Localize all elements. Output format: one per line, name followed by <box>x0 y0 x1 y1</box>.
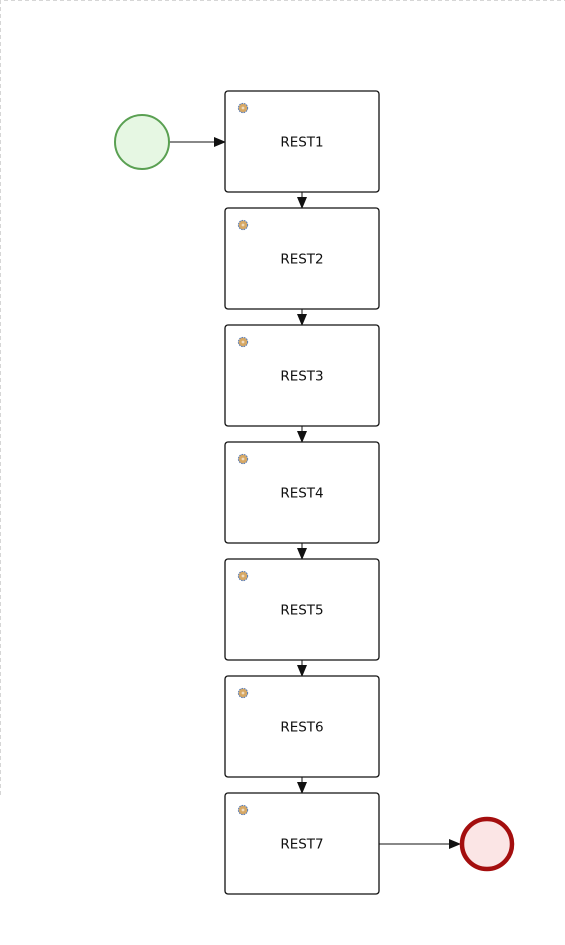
task-box <box>224 324 380 427</box>
task-label: REST3 <box>280 369 323 385</box>
task-label: REST5 <box>280 603 323 619</box>
diagram-frame <box>0 0 565 795</box>
start-event[interactable] <box>114 114 170 170</box>
end-event[interactable] <box>459 816 515 872</box>
sequence-flows <box>169 137 461 849</box>
task-box <box>224 207 380 310</box>
task-box <box>224 675 380 778</box>
task-label: REST4 <box>280 486 323 502</box>
service-task-3[interactable]: REST3 <box>224 324 380 427</box>
service-task-7[interactable]: REST7 <box>224 792 380 895</box>
gear-icon <box>237 102 249 114</box>
event-group <box>114 114 515 872</box>
task-box <box>224 90 380 193</box>
task-box <box>224 792 380 895</box>
gear-icon <box>237 219 249 231</box>
service-task-4[interactable]: REST4 <box>224 441 380 544</box>
gear-icon <box>237 570 249 582</box>
task-label: REST1 <box>280 135 323 151</box>
service-task-6[interactable]: REST6 <box>224 675 380 778</box>
task-box <box>224 558 380 661</box>
gear-icon <box>237 336 249 348</box>
task-label: REST6 <box>280 720 323 736</box>
task-label: REST7 <box>280 837 323 853</box>
service-task-1[interactable]: REST1 <box>224 90 380 193</box>
service-task-5[interactable]: REST5 <box>224 558 380 661</box>
task-label: REST2 <box>280 252 323 268</box>
gear-icon <box>237 804 249 816</box>
task-box <box>224 441 380 544</box>
gear-icon <box>237 687 249 699</box>
gear-icon <box>237 453 249 465</box>
service-task-2[interactable]: REST2 <box>224 207 380 310</box>
